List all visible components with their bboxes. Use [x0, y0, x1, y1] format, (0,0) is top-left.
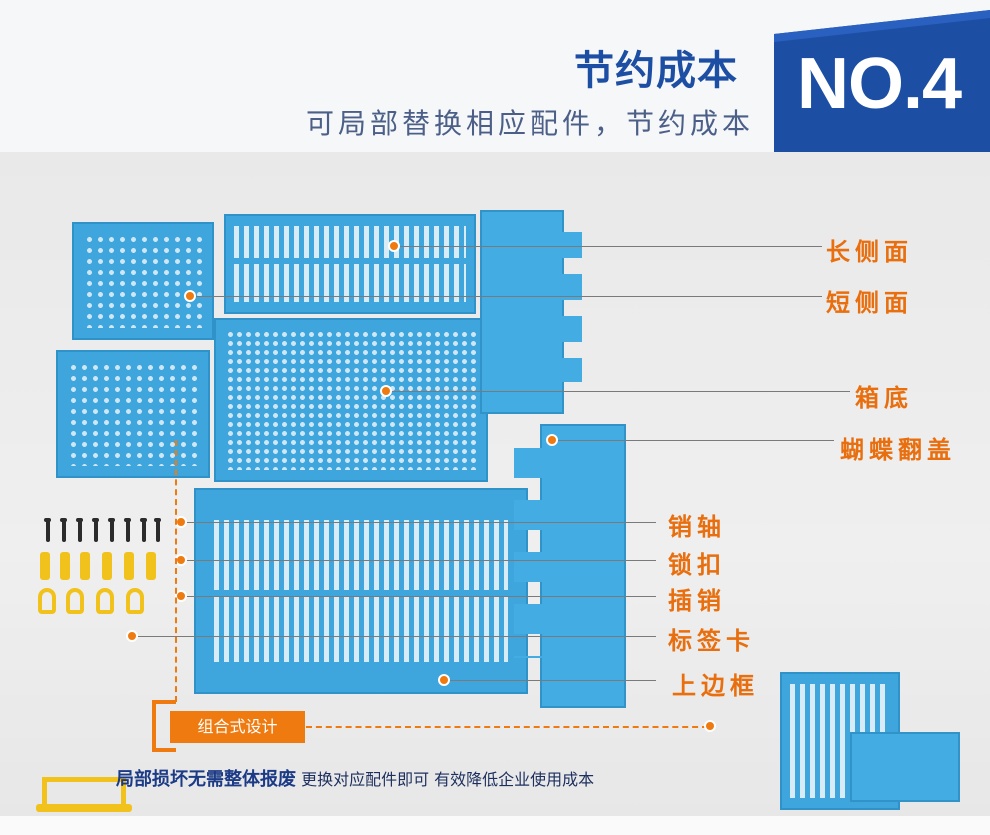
product-photo: [0, 152, 990, 816]
label-short-side: 短侧面: [826, 289, 913, 317]
butterfly-lid-bottom: [540, 424, 626, 708]
number-badge-background: [774, 10, 990, 152]
label-lock-buckle: 锁扣: [668, 551, 726, 579]
callout-dot-combo: [704, 720, 716, 732]
label-insert-pin: 插销: [668, 587, 726, 615]
assembled-crate-lid: [850, 732, 960, 802]
short-side-panel-top: [72, 222, 214, 340]
short-side-panel-bottom: [56, 350, 210, 478]
butterfly-lid-tabs-bottom: [514, 448, 544, 658]
label-top-frame: 上边框: [672, 672, 759, 700]
callout-dot-label-card: [126, 630, 138, 642]
long-side-panel: [224, 214, 476, 314]
box-bottom-panel: [214, 318, 488, 482]
label-long-side: 长侧面: [826, 238, 913, 266]
label-pin-shaft: 销轴: [668, 513, 726, 541]
label-label-card: 标签卡: [668, 627, 755, 655]
combo-design-tag: 组合式设计: [170, 711, 305, 743]
page-title: 节约成本: [574, 48, 738, 94]
label-butterfly-lid: 蝴蝶翻盖: [840, 436, 956, 464]
callout-dot-long-side: [388, 240, 400, 252]
header-band: 节约成本 可局部替换相应配件，节约成本 NO.4: [0, 0, 990, 152]
bottom-caption: 局部损坏无需整体报废 更换对应配件即可 有效降低企业使用成本: [116, 765, 594, 791]
callout-dot-bottom: [380, 385, 392, 397]
butterfly-lid-tabs-top: [560, 232, 582, 382]
label-bottom: 箱底: [855, 384, 913, 412]
page-subtitle: 可局部替换相应配件，节约成本: [305, 107, 754, 140]
bottom-caption-normal: 更换对应配件即可 有效降低企业使用成本: [301, 770, 595, 789]
top-frame-panel: [194, 488, 528, 694]
callout-dot-short-side: [184, 290, 196, 302]
footer-strip: [0, 816, 990, 835]
bottom-caption-bold: 局部损坏无需整体报废: [116, 769, 296, 790]
callout-dot-top-frame: [438, 674, 450, 686]
label-card-holder: [42, 777, 126, 811]
callout-dot-butterfly-lid: [546, 434, 558, 446]
butterfly-lid-top: [480, 210, 564, 414]
number-badge: NO.4: [797, 44, 962, 124]
combo-bracket: [152, 700, 176, 752]
